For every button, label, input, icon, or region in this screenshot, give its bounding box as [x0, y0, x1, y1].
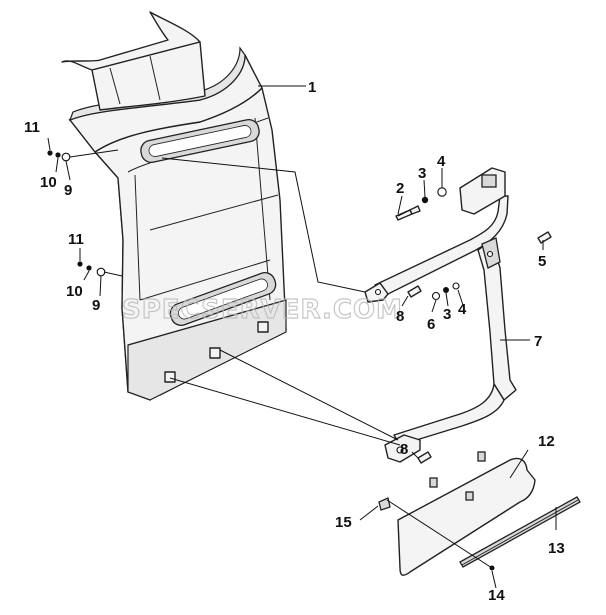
nut-icon	[421, 196, 429, 204]
callout-9-second: 9	[92, 297, 100, 314]
callout-4-second: 4	[458, 301, 467, 318]
fender-lower-slot	[169, 272, 277, 326]
mud-flap-panel	[397, 457, 536, 576]
callout-labels: 1 2 3 4 5 6 3 4 7 8 8 9 10 11 9 10 11 12…	[24, 79, 565, 604]
fender-clip	[257, 321, 269, 333]
callout-11: 11	[24, 119, 40, 136]
fender-upper-slot	[140, 118, 260, 164]
washer-icon	[96, 267, 106, 277]
callout-8-second: 8	[400, 441, 408, 458]
washer-icon	[61, 152, 71, 162]
bolt-icon	[417, 451, 432, 464]
fender-top-bracket-body	[91, 41, 206, 111]
callout-14: 14	[488, 587, 505, 604]
fasteners	[47, 150, 552, 571]
fender-assembly	[61, 11, 287, 401]
fender-clip	[209, 347, 221, 359]
nut-icon	[55, 152, 61, 158]
alignment-lines	[69, 149, 493, 569]
screw-icon	[47, 150, 53, 156]
callout-10: 10	[40, 174, 57, 191]
callout-9: 9	[64, 182, 72, 199]
callout-6: 6	[427, 316, 435, 333]
callout-8: 8	[396, 308, 404, 325]
fender-top-bracket	[61, 11, 201, 71]
callout-leaders	[47, 85, 557, 589]
callout-1: 1	[308, 79, 316, 96]
callout-11-second: 11	[68, 231, 84, 248]
bolt-icon	[407, 285, 422, 298]
washer-icon	[431, 291, 441, 301]
washer-icon	[437, 187, 447, 197]
callout-7: 7	[534, 333, 542, 350]
bracket-lower-tube	[393, 383, 505, 446]
callout-3-second: 3	[443, 306, 451, 323]
fender-clip	[164, 371, 176, 383]
reinforcement-strip	[459, 496, 581, 568]
callout-4: 4	[437, 153, 446, 170]
nut-icon	[443, 287, 449, 293]
nut-icon	[86, 265, 92, 271]
mud-flap	[397, 451, 536, 576]
callout-5: 5	[538, 253, 546, 270]
clip-icon	[378, 497, 391, 511]
callout-3: 3	[418, 165, 426, 182]
callout-15: 15	[335, 514, 352, 531]
watermark-text: SPECSERVER.COM	[122, 295, 403, 325]
callout-2: 2	[396, 180, 404, 197]
support-bracket-arm	[364, 167, 517, 463]
callout-10-second: 10	[66, 283, 83, 300]
callout-12: 12	[538, 433, 555, 450]
screw-icon	[77, 261, 83, 267]
callout-13: 13	[548, 540, 565, 557]
bolt-icon	[537, 231, 552, 244]
